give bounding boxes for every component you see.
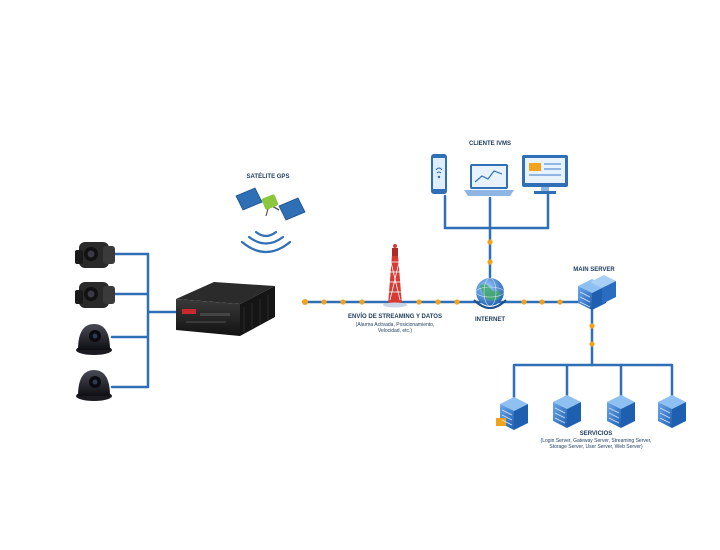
smartphone-icon — [431, 154, 447, 194]
server-rack-icon — [658, 395, 686, 428]
camera-bus-line — [110, 252, 182, 389]
data-dot — [589, 323, 595, 329]
data-dot — [557, 299, 563, 305]
dome-camera-icon — [76, 370, 112, 401]
data-dot — [321, 299, 327, 305]
mobile-dvr-icon — [176, 282, 275, 336]
laptop-icon — [464, 164, 514, 196]
data-dot — [539, 299, 545, 305]
servicios-subtitle-1: (Login Server, Gateway Server, Streaming… — [540, 438, 652, 444]
envio-streaming-subtitle-2: Velocidad, etc.) — [377, 328, 413, 334]
globe-icon — [473, 277, 507, 309]
servicios-subtitle-2: Storage Server, User Server, Web Server) — [549, 444, 643, 450]
client-bus-line — [443, 191, 550, 284]
data-dot — [454, 299, 460, 305]
data-dot — [487, 239, 493, 245]
side-camera-icon — [75, 242, 115, 268]
data-dots — [302, 239, 595, 347]
envio-streaming-title: ENVÍO DE STREAMING Y DATOS — [348, 314, 442, 320]
cliente-ivms-label: CLIENTE IVMS — [468, 141, 511, 147]
data-dot — [435, 299, 441, 305]
server-rack-icon — [607, 395, 635, 428]
data-dot — [359, 299, 365, 305]
data-dot — [487, 259, 493, 265]
transmission-tower-icon — [383, 244, 407, 308]
data-dot — [340, 299, 346, 305]
data-dot — [302, 299, 308, 305]
satellite-icon — [235, 187, 306, 221]
services-bus-line — [512, 363, 674, 402]
main-server-label: MAIN SERVER — [573, 267, 615, 273]
side-camera-icon — [75, 282, 115, 308]
servicios-title: SERVICIOS — [579, 431, 613, 437]
data-dot — [416, 299, 422, 305]
internet-label: INTERNET — [475, 317, 505, 323]
data-dot — [521, 299, 527, 305]
envio-streaming-subtitle-1: (Alarma Activada, Posicionamiento, — [355, 322, 435, 328]
server-rack-icon — [496, 397, 528, 430]
signal-waves-icon — [240, 230, 292, 254]
server-rack-icon — [553, 395, 581, 428]
data-dot — [589, 341, 595, 347]
desktop-monitor-icon — [522, 155, 568, 194]
dome-camera-icon — [76, 324, 112, 355]
server-rack-icon — [578, 275, 616, 310]
satellite-gps-label: SATÉLITE GPS — [246, 174, 290, 180]
